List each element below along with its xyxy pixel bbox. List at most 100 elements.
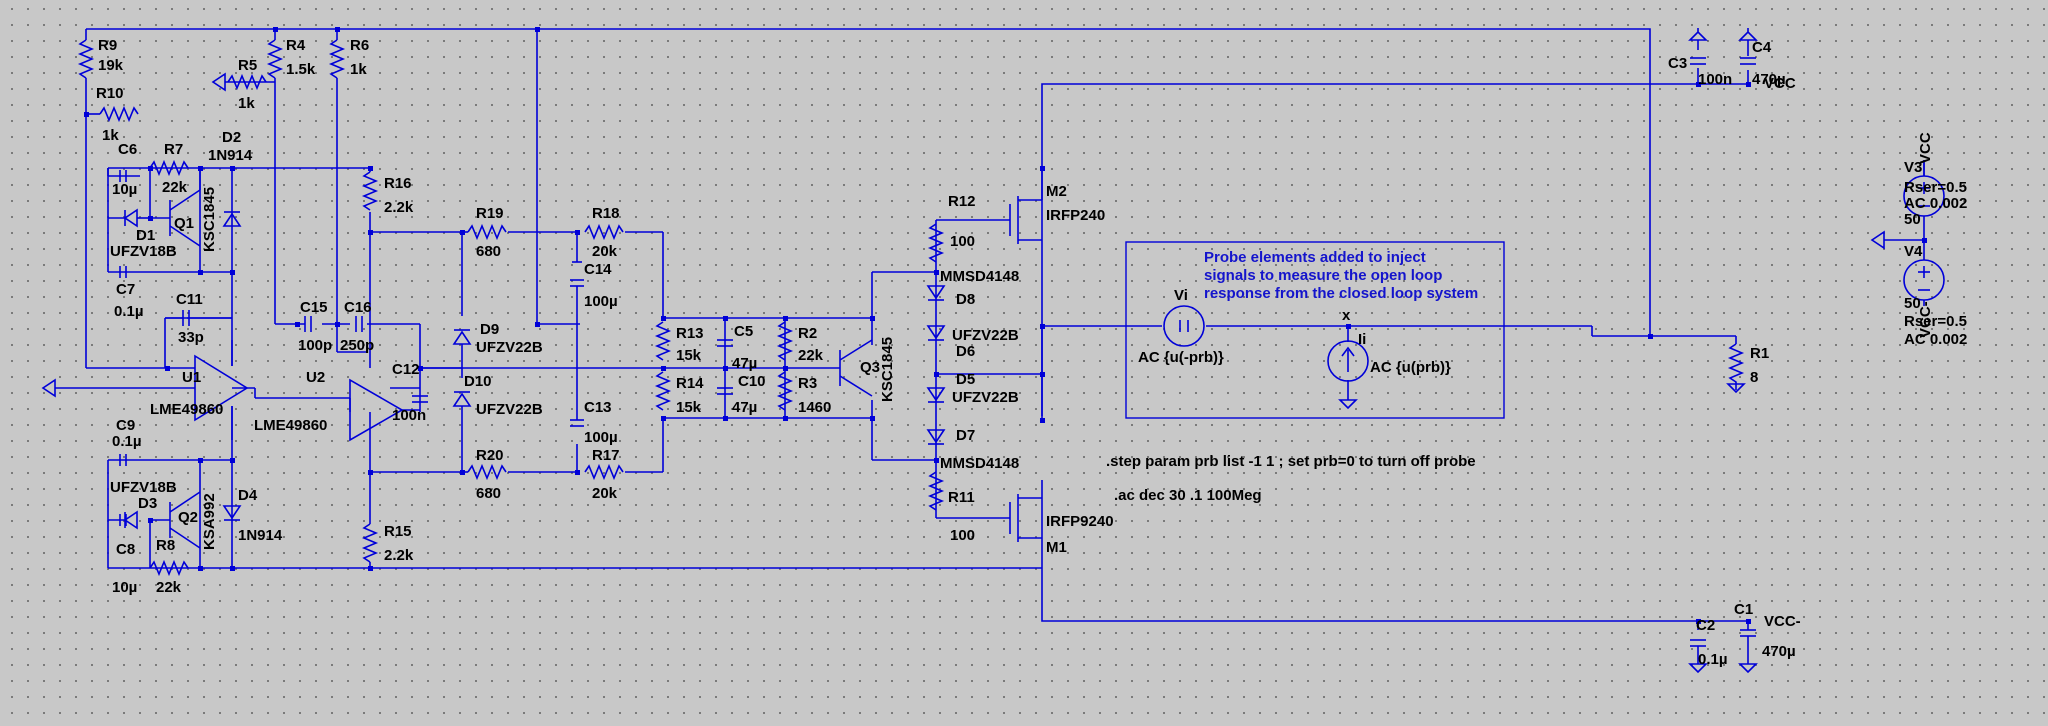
D5-symbol bbox=[926, 387, 946, 403]
C15-symbol bbox=[304, 316, 312, 332]
value-R19: 680 bbox=[476, 243, 501, 260]
label-D7: D7 bbox=[956, 427, 975, 444]
value-Ii: AC {u(prb)} bbox=[1370, 359, 1451, 376]
label-D3: D3 bbox=[138, 495, 157, 512]
ground-icon bbox=[41, 378, 56, 398]
ac-V4: AC 0.002 bbox=[1904, 331, 1967, 348]
Vi-symbol bbox=[1163, 305, 1205, 347]
label-D9: D9 bbox=[480, 321, 499, 338]
net-label-x: x bbox=[1342, 307, 1351, 324]
value-V4: 50 bbox=[1904, 295, 1921, 312]
labels: R9 19k R10 1k R5 1k R4 1.5k R6 1k R7 22k… bbox=[96, 37, 1967, 668]
label-V4: V4 bbox=[1904, 243, 1923, 260]
label-D2: D2 bbox=[222, 129, 241, 146]
value-R9: 19k bbox=[98, 57, 124, 74]
label-R11: R11 bbox=[948, 489, 975, 506]
value-M2: IRFP240 bbox=[1046, 207, 1105, 224]
label-D6: D6 bbox=[956, 343, 975, 360]
R16-symbol bbox=[361, 171, 379, 211]
U2-symbol bbox=[349, 378, 420, 442]
R14-symbol bbox=[654, 371, 672, 411]
probe-note-line-1: Probe elements added to inject bbox=[1204, 249, 1426, 266]
label-C4: C4 bbox=[1752, 39, 1772, 56]
ground-icon bbox=[1688, 28, 1708, 41]
label-M1: M1 bbox=[1046, 539, 1067, 556]
label-R13: R13 bbox=[676, 325, 704, 342]
probe-note-line-3: response from the closed loop system bbox=[1204, 285, 1478, 302]
rser-V4: Rser=0.5 bbox=[1904, 313, 1967, 330]
wires bbox=[55, 28, 1925, 630]
C16-symbol bbox=[355, 316, 363, 332]
value-V3: 50 bbox=[1904, 211, 1921, 228]
M1-symbol bbox=[1009, 494, 1042, 542]
value-D2: 1N914 bbox=[208, 147, 253, 164]
value-R4: 1.5k bbox=[286, 61, 316, 78]
value-C16: 250p bbox=[340, 337, 374, 354]
C2-symbol bbox=[1690, 639, 1706, 664]
spice-directive-ac: .ac dec 30 .1 100Meg bbox=[1114, 487, 1262, 504]
value-R3: 1460 bbox=[798, 399, 831, 416]
value-R13: 15k bbox=[676, 347, 702, 364]
label-C7: C7 bbox=[116, 281, 135, 298]
Ii-symbol bbox=[1327, 340, 1369, 382]
label-D8: D8 bbox=[956, 291, 975, 308]
spice-directive-step: .step param prb list -1 1 ; set prb=0 to… bbox=[1106, 453, 1476, 470]
label-C6: C6 bbox=[118, 141, 137, 158]
ground-icon bbox=[1726, 383, 1746, 394]
label-D1: D1 bbox=[136, 227, 155, 244]
label-C2: C2 bbox=[1696, 617, 1715, 634]
value-Q2: KSA992 bbox=[201, 493, 218, 550]
V4-symbol bbox=[1903, 259, 1945, 301]
R18-symbol bbox=[584, 223, 624, 241]
value-U1: LME49860 bbox=[150, 401, 223, 418]
label-Q1: Q1 bbox=[174, 215, 194, 232]
R1-symbol bbox=[1727, 343, 1745, 390]
R15-symbol bbox=[361, 523, 379, 563]
label-R9: R9 bbox=[98, 37, 117, 54]
label-C15: C15 bbox=[300, 299, 328, 316]
value-R12: 100 bbox=[950, 233, 975, 250]
D4-symbol bbox=[222, 505, 242, 521]
C3-symbol bbox=[1690, 40, 1706, 65]
D2-symbol bbox=[222, 211, 242, 227]
probe-note-line-2: signals to measure the open loop bbox=[1204, 267, 1442, 284]
ground-icon bbox=[1738, 663, 1758, 674]
C4-symbol bbox=[1740, 40, 1756, 65]
value-Q3: KSC1845 bbox=[879, 337, 896, 402]
ground-icon bbox=[1688, 663, 1708, 674]
value-R1: 8 bbox=[1750, 369, 1758, 386]
U1-symbol bbox=[194, 340, 249, 440]
value-C3: 100n bbox=[1698, 71, 1732, 88]
R9-symbol bbox=[77, 39, 95, 79]
C11-symbol bbox=[165, 310, 190, 326]
rser-V3: Rser=0.5 bbox=[1904, 179, 1967, 196]
R7-symbol bbox=[149, 159, 189, 177]
R3-symbol bbox=[776, 371, 794, 411]
label-C12: C12 bbox=[392, 361, 420, 378]
value-R2: 22k bbox=[798, 347, 824, 364]
value-C11: 33p bbox=[178, 329, 204, 346]
label-R18: R18 bbox=[592, 205, 620, 222]
D6-symbol bbox=[926, 325, 946, 341]
Q2-symbol bbox=[169, 491, 201, 549]
value-Vi: AC {u(-prb)} bbox=[1138, 349, 1224, 366]
value-R5: 1k bbox=[238, 95, 255, 112]
R12-symbol bbox=[927, 223, 945, 263]
net-label-vcc-neg: VCC- bbox=[1764, 613, 1801, 630]
value-D10: UFZV22B bbox=[476, 401, 543, 418]
value-U2: LME49860 bbox=[254, 417, 327, 434]
value-C13: 100µ bbox=[584, 429, 618, 446]
value-C7: 0.1µ bbox=[114, 303, 144, 320]
value-R14: 15k bbox=[676, 399, 702, 416]
ground-icon bbox=[1870, 230, 1885, 250]
label-R3: R3 bbox=[798, 375, 817, 392]
R19-symbol bbox=[467, 223, 507, 241]
label-R2: R2 bbox=[798, 325, 817, 342]
V3-symbol bbox=[1903, 160, 1945, 217]
M2-symbol bbox=[1009, 168, 1043, 244]
label-D4: D4 bbox=[238, 487, 258, 504]
symbols bbox=[41, 28, 1945, 674]
label-C1: C1 bbox=[1734, 601, 1753, 618]
